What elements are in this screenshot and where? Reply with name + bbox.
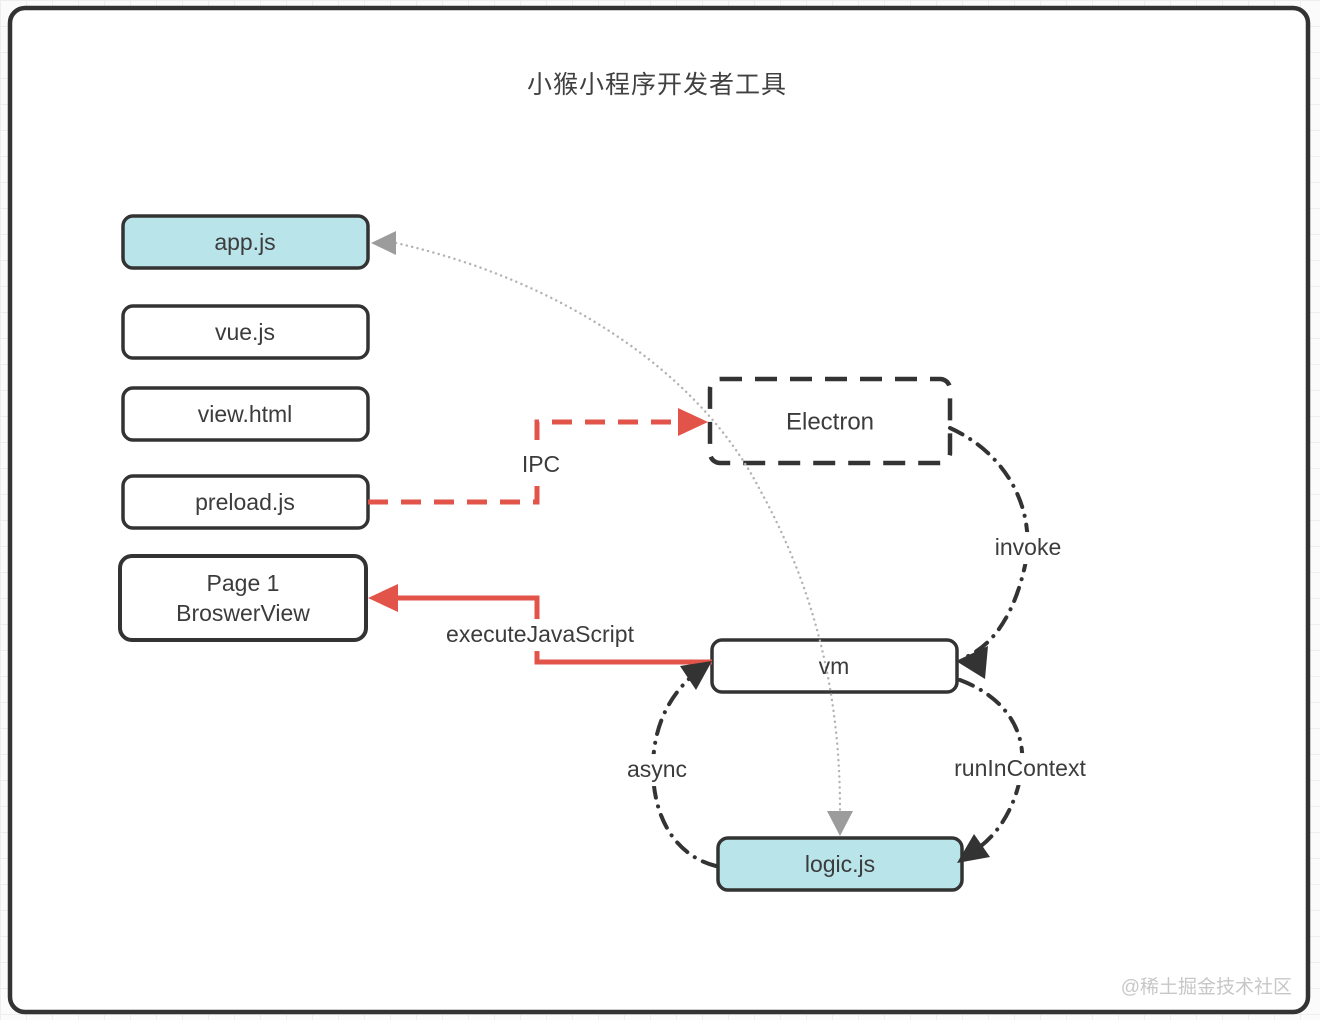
run-in-context-edge-label: runInContext xyxy=(948,753,1092,785)
invoke-curve xyxy=(948,426,1030,659)
invoke-arrowhead-icon xyxy=(956,646,988,679)
vue-js-node-box xyxy=(121,304,370,360)
app-js-node-label: app.js xyxy=(214,229,276,256)
invoke-edge-label: invoke xyxy=(988,532,1068,564)
run-in-context-arrowhead-icon xyxy=(957,834,990,863)
page1-label-line2: BroswerView xyxy=(176,600,310,626)
execute-javascript-arrowhead-icon xyxy=(368,584,398,612)
preload-js-node-label: preload.js xyxy=(195,489,295,516)
vm-node-box xyxy=(710,638,959,694)
electron-node-box xyxy=(707,376,953,466)
electron-node-label: Electron xyxy=(785,408,875,436)
ipc-edge-label: IPC xyxy=(515,449,567,481)
ipc-arrowhead-icon xyxy=(678,408,708,436)
run-in-context-curve xyxy=(958,678,1025,854)
async-arrowhead-icon xyxy=(680,661,712,690)
vm-node-label: vm xyxy=(818,653,850,680)
async-edge-label: async xyxy=(620,754,694,786)
watermark-text: @稀土掘金技术社区 xyxy=(1120,977,1292,998)
view-html-node-box xyxy=(121,386,370,442)
app-js-node-box xyxy=(121,214,370,270)
vue-js-node-label: vue.js xyxy=(214,319,276,346)
diagram-title: 小猴小程序开发者工具 xyxy=(526,70,788,99)
logic-js-node-label: logic.js xyxy=(804,851,876,878)
execute-javascript-edge-label: executeJavaScript xyxy=(440,619,640,651)
page1-label-line1: Page 1 xyxy=(206,570,280,597)
view-html-node-label: view.html xyxy=(197,401,293,428)
dotted-arrowhead-logic-icon xyxy=(827,811,853,836)
dotted-arrowhead-app-icon xyxy=(371,231,396,255)
logic-js-node-box xyxy=(716,836,964,892)
page1-browserview-node-label: Page 1 BroswerView xyxy=(176,569,310,629)
page1-browserview-node-box xyxy=(118,554,368,642)
